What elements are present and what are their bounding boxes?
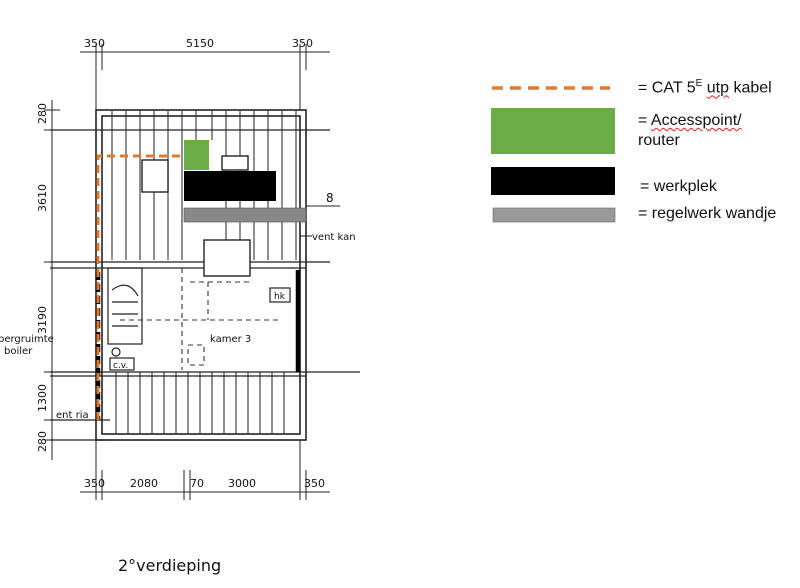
dim-top-3: 350 bbox=[292, 37, 313, 50]
legend-workplace-label: = werkplek bbox=[640, 178, 717, 195]
legend-accesspoint-label: = Accesspoint/ router bbox=[638, 111, 742, 151]
storage-label-2: boiler bbox=[4, 346, 33, 357]
dim-bottom-5: 350 bbox=[304, 477, 325, 490]
cv-label: c.v. bbox=[113, 361, 128, 371]
storage-label-1: bergruimte bbox=[0, 334, 54, 345]
entrance-label: ent ria bbox=[56, 410, 89, 421]
dim-left-5: 280 bbox=[36, 431, 49, 452]
legend-accesspoint-swatch bbox=[491, 108, 615, 154]
rafters-bottom bbox=[115, 372, 285, 434]
dim-top-2: 5150 bbox=[186, 37, 214, 50]
legend-accesspoint-prefix: = bbox=[638, 112, 651, 129]
legend-cable-kabel: kabel bbox=[729, 79, 772, 97]
legend-cable-label: = CAT 5E utp kabel bbox=[638, 74, 772, 98]
interior-dashes bbox=[120, 268, 280, 370]
workplace-on-plan bbox=[184, 171, 276, 201]
legend-cable-utp: utp bbox=[706, 79, 730, 97]
dim-bottom-2: 2080 bbox=[130, 477, 158, 490]
legend-workplace-swatch bbox=[491, 167, 615, 195]
legend-wall-label: = regelwerk wandje bbox=[638, 205, 777, 222]
hk-label: hk bbox=[274, 292, 286, 302]
accesspoint-on-plan bbox=[184, 140, 209, 170]
dim-top-1: 350 bbox=[84, 37, 105, 50]
dim-left-3: 3190 bbox=[36, 306, 49, 334]
cable-on-plan bbox=[96, 154, 184, 420]
stair bbox=[107, 267, 143, 345]
room-label: kamer 3 bbox=[210, 334, 251, 345]
legend-cable-text: = CAT 5 bbox=[638, 79, 696, 97]
legend-cable-sup: E bbox=[695, 78, 703, 89]
dim-left-1: 280 bbox=[36, 103, 49, 124]
dimension-lines bbox=[44, 44, 340, 500]
dim-bottom-3: 70 bbox=[190, 477, 204, 490]
windows bbox=[141, 155, 251, 277]
legend-accesspoint-line1: Accesspoint/ bbox=[650, 112, 742, 129]
legend-wall-swatch bbox=[492, 207, 616, 223]
fixtures bbox=[109, 287, 291, 371]
floor-title: 2°verdieping bbox=[118, 556, 222, 575]
dim-bottom-1: 350 bbox=[84, 477, 105, 490]
number-label: 8 bbox=[326, 191, 334, 205]
dim-left-4: 1300 bbox=[36, 384, 49, 412]
wall-on-plan bbox=[183, 207, 307, 223]
dim-left-2: 3610 bbox=[36, 184, 49, 212]
legend-accesspoint-line2: router bbox=[638, 132, 680, 149]
vent-label: vent kan bbox=[312, 232, 356, 243]
dim-bottom-4: 3000 bbox=[228, 477, 256, 490]
